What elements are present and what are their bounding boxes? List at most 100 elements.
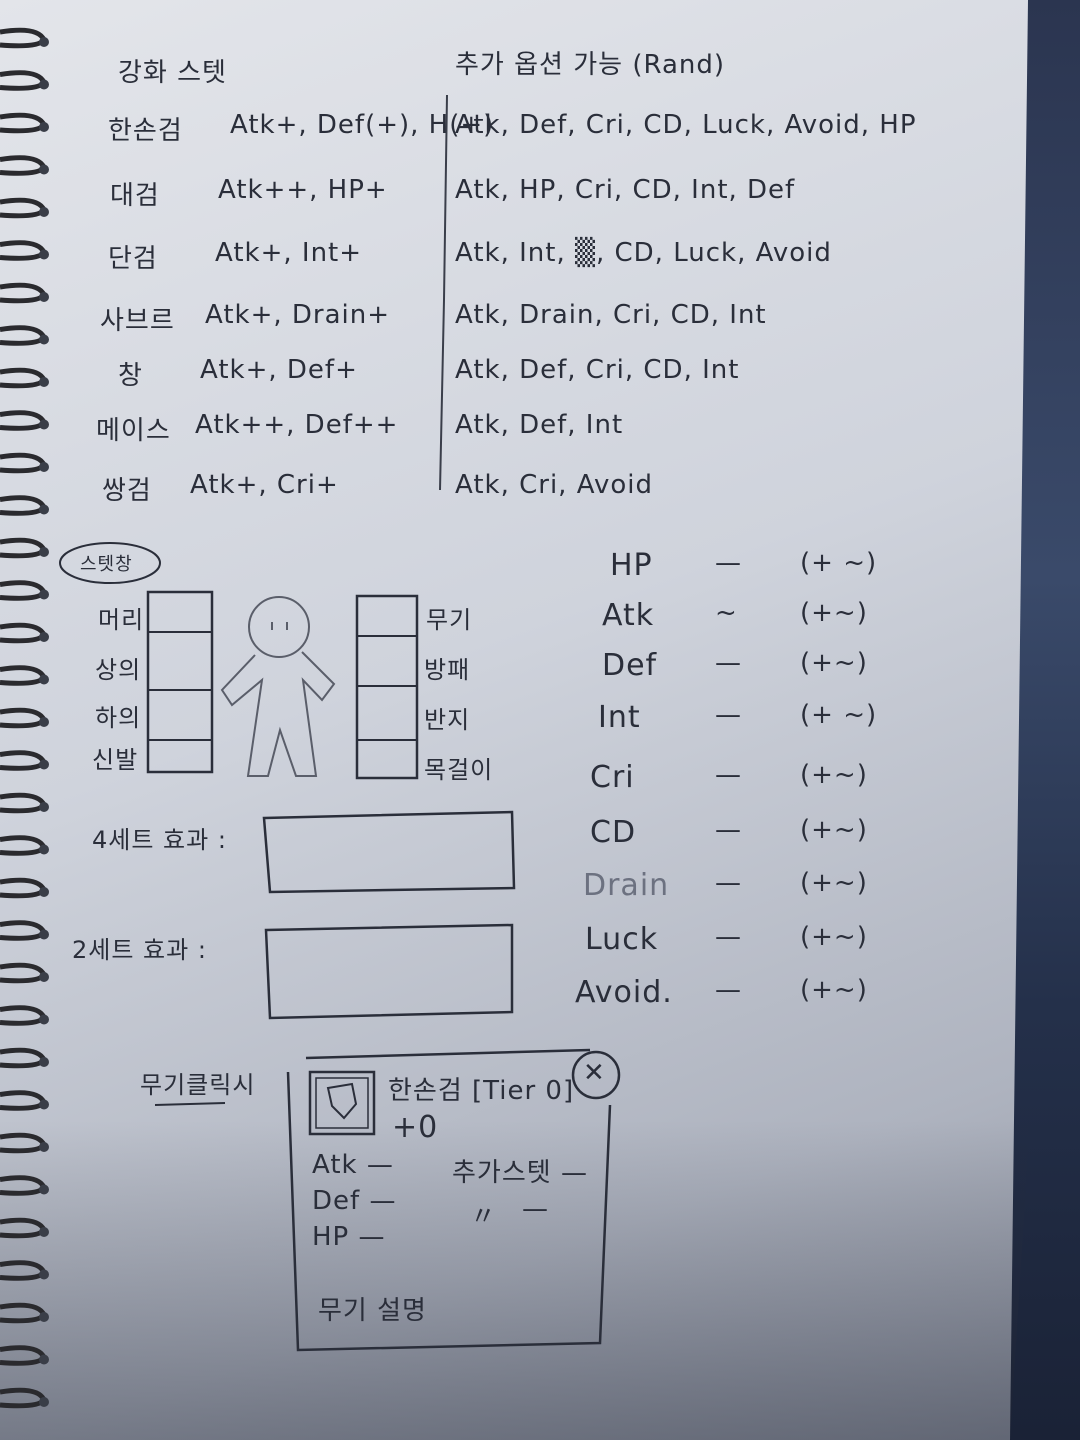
page-shadow	[0, 1120, 1030, 1440]
notebook-page	[0, 0, 1028, 1440]
popup-stat-atk: Atk —	[312, 1150, 394, 1180]
popup-item-title: 한손검 [Tier 0]	[388, 1076, 575, 1106]
stat-name: Def	[602, 648, 658, 683]
binding-hole	[39, 1312, 49, 1322]
stat-name: Atk	[602, 598, 655, 633]
binding-hole	[39, 1142, 49, 1152]
status-window-label: 스텟창	[80, 554, 133, 575]
weapon-random-options: Atk, Cri, Avoid	[455, 470, 653, 500]
binding-hole	[39, 844, 49, 855]
binding-hole	[39, 1099, 49, 1110]
popup-item-level: +0	[392, 1110, 439, 1145]
weapon-name: 메이스	[96, 416, 171, 446]
binding-hole	[39, 1057, 49, 1067]
weapon-base-stats: Atk+, Def+	[200, 355, 358, 385]
binding-hole	[39, 122, 49, 132]
weapon-base-stats: Atk+, Def(+), H(+)	[230, 110, 495, 140]
binding-hole	[39, 462, 49, 472]
binding-hole	[39, 632, 49, 642]
stat-value: —	[715, 868, 742, 898]
weapon-base-stats: Atk++, HP+	[218, 175, 388, 205]
binding-hole	[39, 759, 49, 770]
binding-hole	[39, 674, 49, 685]
binding-hole	[39, 377, 49, 387]
binding-hole	[39, 1227, 49, 1237]
stat-range: (+~)	[800, 868, 868, 898]
popup-stat-def: Def —	[312, 1186, 396, 1216]
binding-hole	[39, 79, 49, 90]
binding-hole	[39, 972, 49, 982]
binding-hole	[39, 929, 49, 940]
binding-hole	[39, 1184, 49, 1195]
binding-hole	[39, 547, 49, 557]
stat-range: (+~)	[800, 975, 868, 1005]
stat-name: Avoid.	[575, 975, 673, 1010]
set4-label: 4세트 효과 :	[92, 826, 227, 854]
popup-description: 무기 설명	[318, 1296, 427, 1326]
popup-stat-name: Atk	[312, 1150, 358, 1180]
binding-hole	[39, 717, 49, 727]
popup-extra-ditto: 〃	[470, 1202, 498, 1232]
stat-value: —	[715, 815, 742, 845]
binding-hole	[39, 249, 49, 260]
weapon-name: 쌍검	[102, 476, 152, 506]
weapon-base-stats: Atk+, Int+	[215, 238, 363, 268]
weapon-name: 한손검	[108, 116, 183, 146]
weapon-random-options: Atk, Drain, Cri, CD, Int	[455, 300, 767, 330]
popup-extra-dash: —	[522, 1194, 549, 1224]
weapon-base-stats: Atk+, Drain+	[205, 300, 391, 330]
binding-hole	[39, 419, 49, 430]
stat-name: Luck	[585, 922, 659, 957]
binding-hole	[39, 334, 49, 345]
binding-hole	[39, 37, 49, 47]
binding-hole	[39, 164, 49, 175]
close-icon[interactable]: ✕	[583, 1058, 606, 1088]
stat-value: —	[715, 975, 742, 1005]
popup-stat-name: Def	[312, 1186, 361, 1216]
popup-caption: 무기클릭시	[140, 1071, 256, 1099]
slot-head: 머리	[98, 606, 145, 634]
spiral-binding	[0, 27, 49, 1409]
set2-label: 2세트 효과 :	[72, 936, 207, 964]
stat-range: (+~)	[800, 648, 868, 678]
binding-hole	[39, 887, 49, 897]
binding-hole	[39, 1014, 49, 1025]
binding-hole	[39, 802, 49, 812]
popup-stat-name: HP	[312, 1222, 350, 1252]
stat-value: —	[715, 760, 742, 790]
binding-hole	[39, 504, 49, 515]
stat-value: ~	[715, 598, 738, 628]
slot-ring: 반지	[424, 706, 471, 734]
popup-extra-stat: 추가스텟 —	[452, 1158, 588, 1188]
popup-stat-hp: HP —	[312, 1222, 386, 1252]
stat-name: HP	[610, 548, 653, 583]
slot-shoes: 신발	[92, 746, 139, 774]
slot-weapon: 무기	[426, 606, 473, 634]
stat-range: (+ ~)	[800, 548, 878, 578]
stat-value: —	[715, 700, 742, 730]
weapon-name: 단검	[108, 244, 158, 274]
stat-range: (+~)	[800, 815, 868, 845]
upgrade-stat-title: 강화 스텟	[118, 58, 227, 88]
slot-top: 상의	[95, 656, 142, 684]
stat-range: (+~)	[800, 598, 868, 628]
binding-hole	[39, 207, 49, 217]
stat-value: —	[715, 548, 742, 578]
stat-name: Cri	[590, 760, 635, 795]
weapon-base-stats: Atk++, Def++	[195, 410, 399, 440]
weapon-base-stats: Atk+, Cri+	[190, 470, 339, 500]
stat-range: (+ ~)	[800, 700, 878, 730]
binding-hole	[39, 589, 49, 600]
weapon-random-options: Atk, Def, Cri, CD, Luck, Avoid, HP	[455, 110, 917, 140]
weapon-random-options: Atk, Def, Cri, CD, Int	[455, 355, 740, 385]
weapon-random-options: Atk, HP, Cri, CD, Int, Def	[455, 175, 796, 205]
binding-hole	[39, 1269, 49, 1280]
binding-hole	[39, 1397, 49, 1407]
binding-hole	[39, 292, 49, 302]
popup-stat-value: —	[369, 1186, 397, 1216]
slot-shield: 방패	[424, 656, 471, 684]
popup-stat-value: —	[358, 1222, 386, 1252]
stat-range: (+~)	[800, 760, 868, 790]
popup-stat-value: —	[366, 1150, 394, 1180]
